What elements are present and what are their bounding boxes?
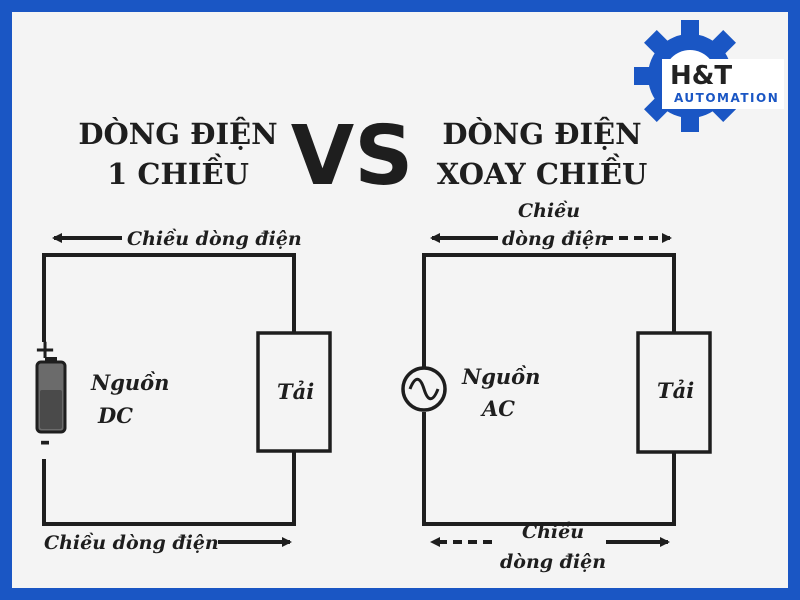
minus-sign: - [40,427,51,457]
ac-heading-line1: DÒNG ĐIỆN [442,116,641,151]
ac-flow-bottom-line1: Chiều [522,521,584,543]
dc-source-line2: DC [97,403,133,428]
ac-source-line1: Nguồn [461,364,540,389]
ac-load-box [636,331,712,454]
diagram-canvas: H&T AUTOMATION DÒNG ĐIỆN 1 CHIỀU VS DÒNG… [12,12,788,588]
ac-source-line2: AC [480,396,515,421]
ac-wire-bottom [422,412,676,526]
dc-load-box [256,331,332,453]
dc-wire-top [42,253,296,342]
battery-icon [35,357,67,434]
ac-flow-top-line1: Chiều [518,200,580,222]
ac-source-icon [401,366,447,412]
ac-heading-line2: XOAY CHIỀU [437,152,648,191]
dc-heading-line1: DÒNG ĐIỆN [78,116,277,151]
ac-wire-top [422,253,676,367]
dc-source-line1: Nguồn [90,370,169,395]
dc-flow-top-label: Chiều dòng điện [127,228,302,250]
dc-load-label: Tải [277,379,314,404]
vs-label: VS [291,109,414,204]
dc-circuit: + - Nguồn DC Tải Chiều dòng điện Chiều d… [34,228,332,554]
ht-automation-logo: H&T AUTOMATION [634,20,784,132]
ac-flow-bottom-line2: dòng điện [500,551,606,573]
dc-wire-bottom [42,451,296,526]
dc-heading-line2: 1 CHIỀU [107,152,249,191]
ac-load-label: Tải [657,378,694,403]
dc-flow-bottom-label: Chiều dòng điện [44,532,219,554]
ac-circuit: Nguồn AC Tải Chiều dòng điện Chiều dòng … [401,200,712,573]
logo-title: H&T [670,61,732,91]
ac-flow-top-line2: dòng điện [502,228,608,250]
logo-subtitle: AUTOMATION [674,91,779,105]
plus-sign: + [34,335,56,365]
diagram-svg: H&T AUTOMATION DÒNG ĐIỆN 1 CHIỀU VS DÒNG… [34,20,784,573]
